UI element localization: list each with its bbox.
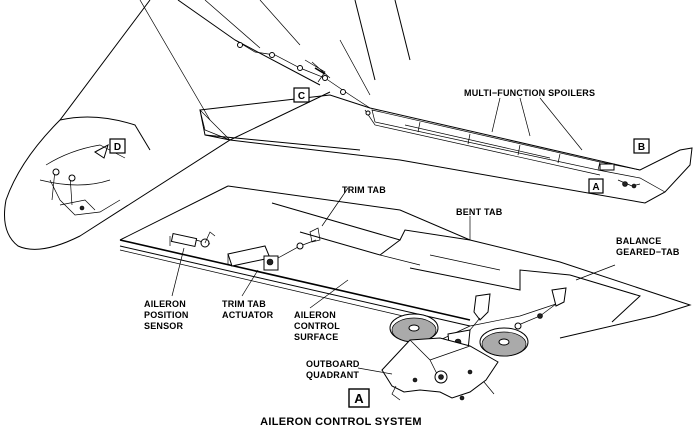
label-quadrant: QUADRANT bbox=[306, 370, 359, 380]
svg-text:A: A bbox=[592, 182, 599, 193]
label-bent-tab: BENT TAB bbox=[456, 207, 503, 217]
detail-a-drawing bbox=[119, 185, 692, 401]
cockpit-window bbox=[45, 144, 126, 166]
leader-outboard-quadrant bbox=[357, 367, 393, 375]
leader-balance-tab bbox=[575, 264, 616, 281]
quadrant-linkage bbox=[381, 287, 567, 401]
svg-text:D: D bbox=[114, 142, 121, 153]
callout-d: D bbox=[109, 138, 126, 154]
aileron-position-sensor bbox=[169, 231, 216, 248]
horn-right bbox=[551, 287, 567, 307]
cockpit-frame bbox=[59, 116, 151, 151]
svg-text:A: A bbox=[354, 391, 364, 406]
label-aileron-1: AILERON bbox=[144, 299, 186, 309]
callout-a-detail: A bbox=[348, 388, 370, 408]
svg-text:B: B bbox=[638, 142, 645, 153]
leader-control-surface bbox=[309, 279, 349, 309]
label-position: POSITION bbox=[144, 310, 189, 320]
label-balance: BALANCE bbox=[616, 236, 661, 246]
hinge-rod bbox=[119, 239, 471, 321]
diagram-title: AILERON CONTROL SYSTEM bbox=[260, 416, 422, 428]
fuselage-outline bbox=[4, 0, 331, 250]
label-surface: SURFACE bbox=[294, 332, 338, 342]
callout-c: C bbox=[293, 87, 310, 103]
label-outboard: OUTBOARD bbox=[306, 359, 360, 369]
callout-a-small: A bbox=[588, 178, 604, 194]
leader-trim-actuator bbox=[241, 269, 259, 297]
outboard-quadrant bbox=[381, 337, 499, 399]
fuselage-top bbox=[177, 0, 321, 86]
svg-text:C: C bbox=[298, 91, 305, 102]
labels: MULTI−FUNCTION SPOILERS TRIM TAB BENT TA… bbox=[144, 88, 680, 380]
label-actuator: ACTUATOR bbox=[222, 310, 274, 320]
label-trim-tab-2: TRIM TAB bbox=[222, 299, 266, 309]
arrow-d bbox=[94, 143, 109, 159]
trim-tab-actuator bbox=[227, 227, 321, 271]
label-trim-tab: TRIM TAB bbox=[342, 185, 386, 195]
label-geared-tab: GEARED−TAB bbox=[616, 247, 680, 257]
label-sensor: SENSOR bbox=[144, 321, 184, 331]
leader-trim-tab bbox=[321, 187, 349, 227]
wing-outline bbox=[199, 94, 693, 204]
label-multi-function-spoilers: MULTI−FUNCTION SPOILERS bbox=[464, 88, 595, 98]
surface-outline bbox=[227, 185, 692, 339]
callout-boxes: C D B A A bbox=[109, 87, 650, 408]
cockpit-controls bbox=[49, 179, 121, 216]
callout-b: B bbox=[633, 138, 650, 154]
label-aileron-2: AILERON bbox=[294, 310, 336, 320]
label-control: CONTROL bbox=[294, 321, 340, 331]
horn-left bbox=[473, 293, 491, 321]
leader-position-sensor bbox=[171, 247, 185, 297]
aircraft-drawing bbox=[4, 0, 693, 250]
